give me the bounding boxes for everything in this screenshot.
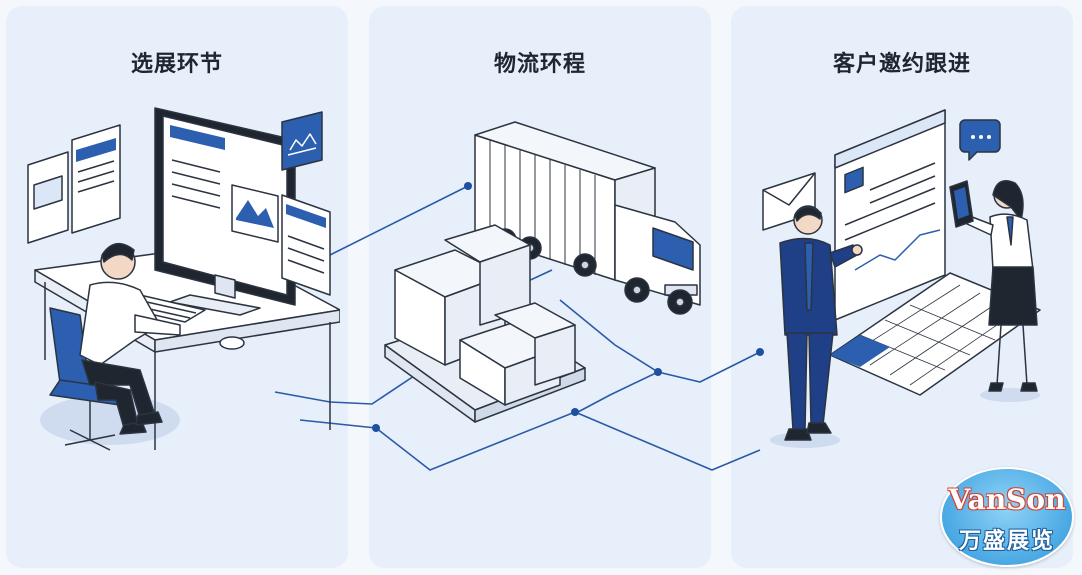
logistics-illustration bbox=[384, 121, 701, 423]
logo-text-en: VanSon bbox=[948, 483, 1066, 516]
client-meeting-illustration bbox=[762, 109, 1041, 448]
panel-title: 物流环程 bbox=[493, 52, 586, 77]
panel-title: 客户邀约跟进 bbox=[832, 52, 971, 77]
panel-title: 选展环节 bbox=[130, 52, 223, 77]
vanson-logo: VanSon 万盛展览 bbox=[940, 467, 1074, 567]
logo-text-cn: 万盛展览 bbox=[958, 528, 1055, 554]
office-desk-illustration bbox=[27, 107, 340, 451]
